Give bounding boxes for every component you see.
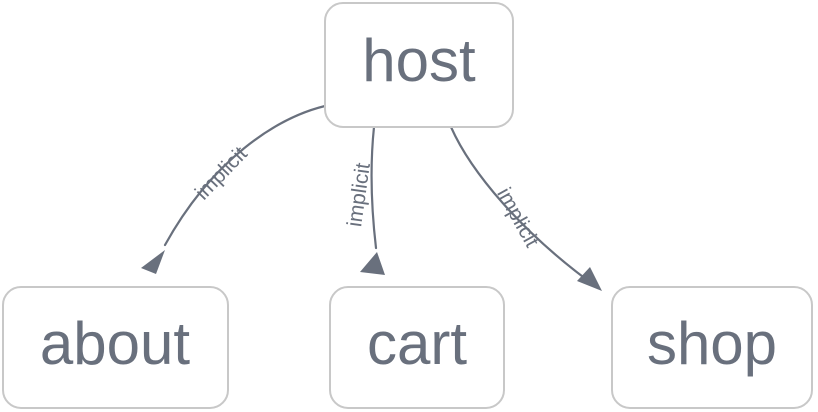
- node-about-label: about: [40, 310, 190, 377]
- edge-host-shop-label: implicit: [492, 184, 543, 251]
- edge-host-shop[interactable]: implicit: [449, 125, 602, 291]
- edge-host-about-label: implicit: [191, 142, 252, 204]
- edge-host-cart[interactable]: implicit: [343, 125, 385, 275]
- edge-layer: implicit implicit implicit: [141, 104, 602, 291]
- node-host[interactable]: host: [324, 2, 514, 128]
- node-about-box: [2, 286, 229, 409]
- node-layer: host about cart shop: [2, 2, 813, 409]
- edge-host-about[interactable]: implicit: [141, 104, 327, 274]
- node-shop[interactable]: shop: [611, 286, 813, 409]
- node-host-label: host: [362, 27, 476, 94]
- edge-host-cart-arrowhead-icon: [360, 252, 385, 275]
- node-cart-label: cart: [367, 310, 467, 377]
- node-shop-box: [611, 286, 813, 409]
- node-host-box: [324, 2, 514, 128]
- node-shop-label: shop: [647, 310, 777, 377]
- edge-host-about-path: [163, 104, 327, 247]
- edge-host-about-arrowhead-icon: [141, 250, 165, 274]
- edge-host-shop-path: [449, 125, 600, 290]
- edge-host-cart-label: implicit: [343, 161, 375, 228]
- edge-host-shop-arrowhead-icon: [577, 267, 602, 291]
- node-cart[interactable]: cart: [329, 286, 505, 409]
- node-cart-box: [329, 286, 505, 409]
- edge-host-cart-path: [370, 125, 378, 250]
- node-about[interactable]: about: [2, 286, 229, 409]
